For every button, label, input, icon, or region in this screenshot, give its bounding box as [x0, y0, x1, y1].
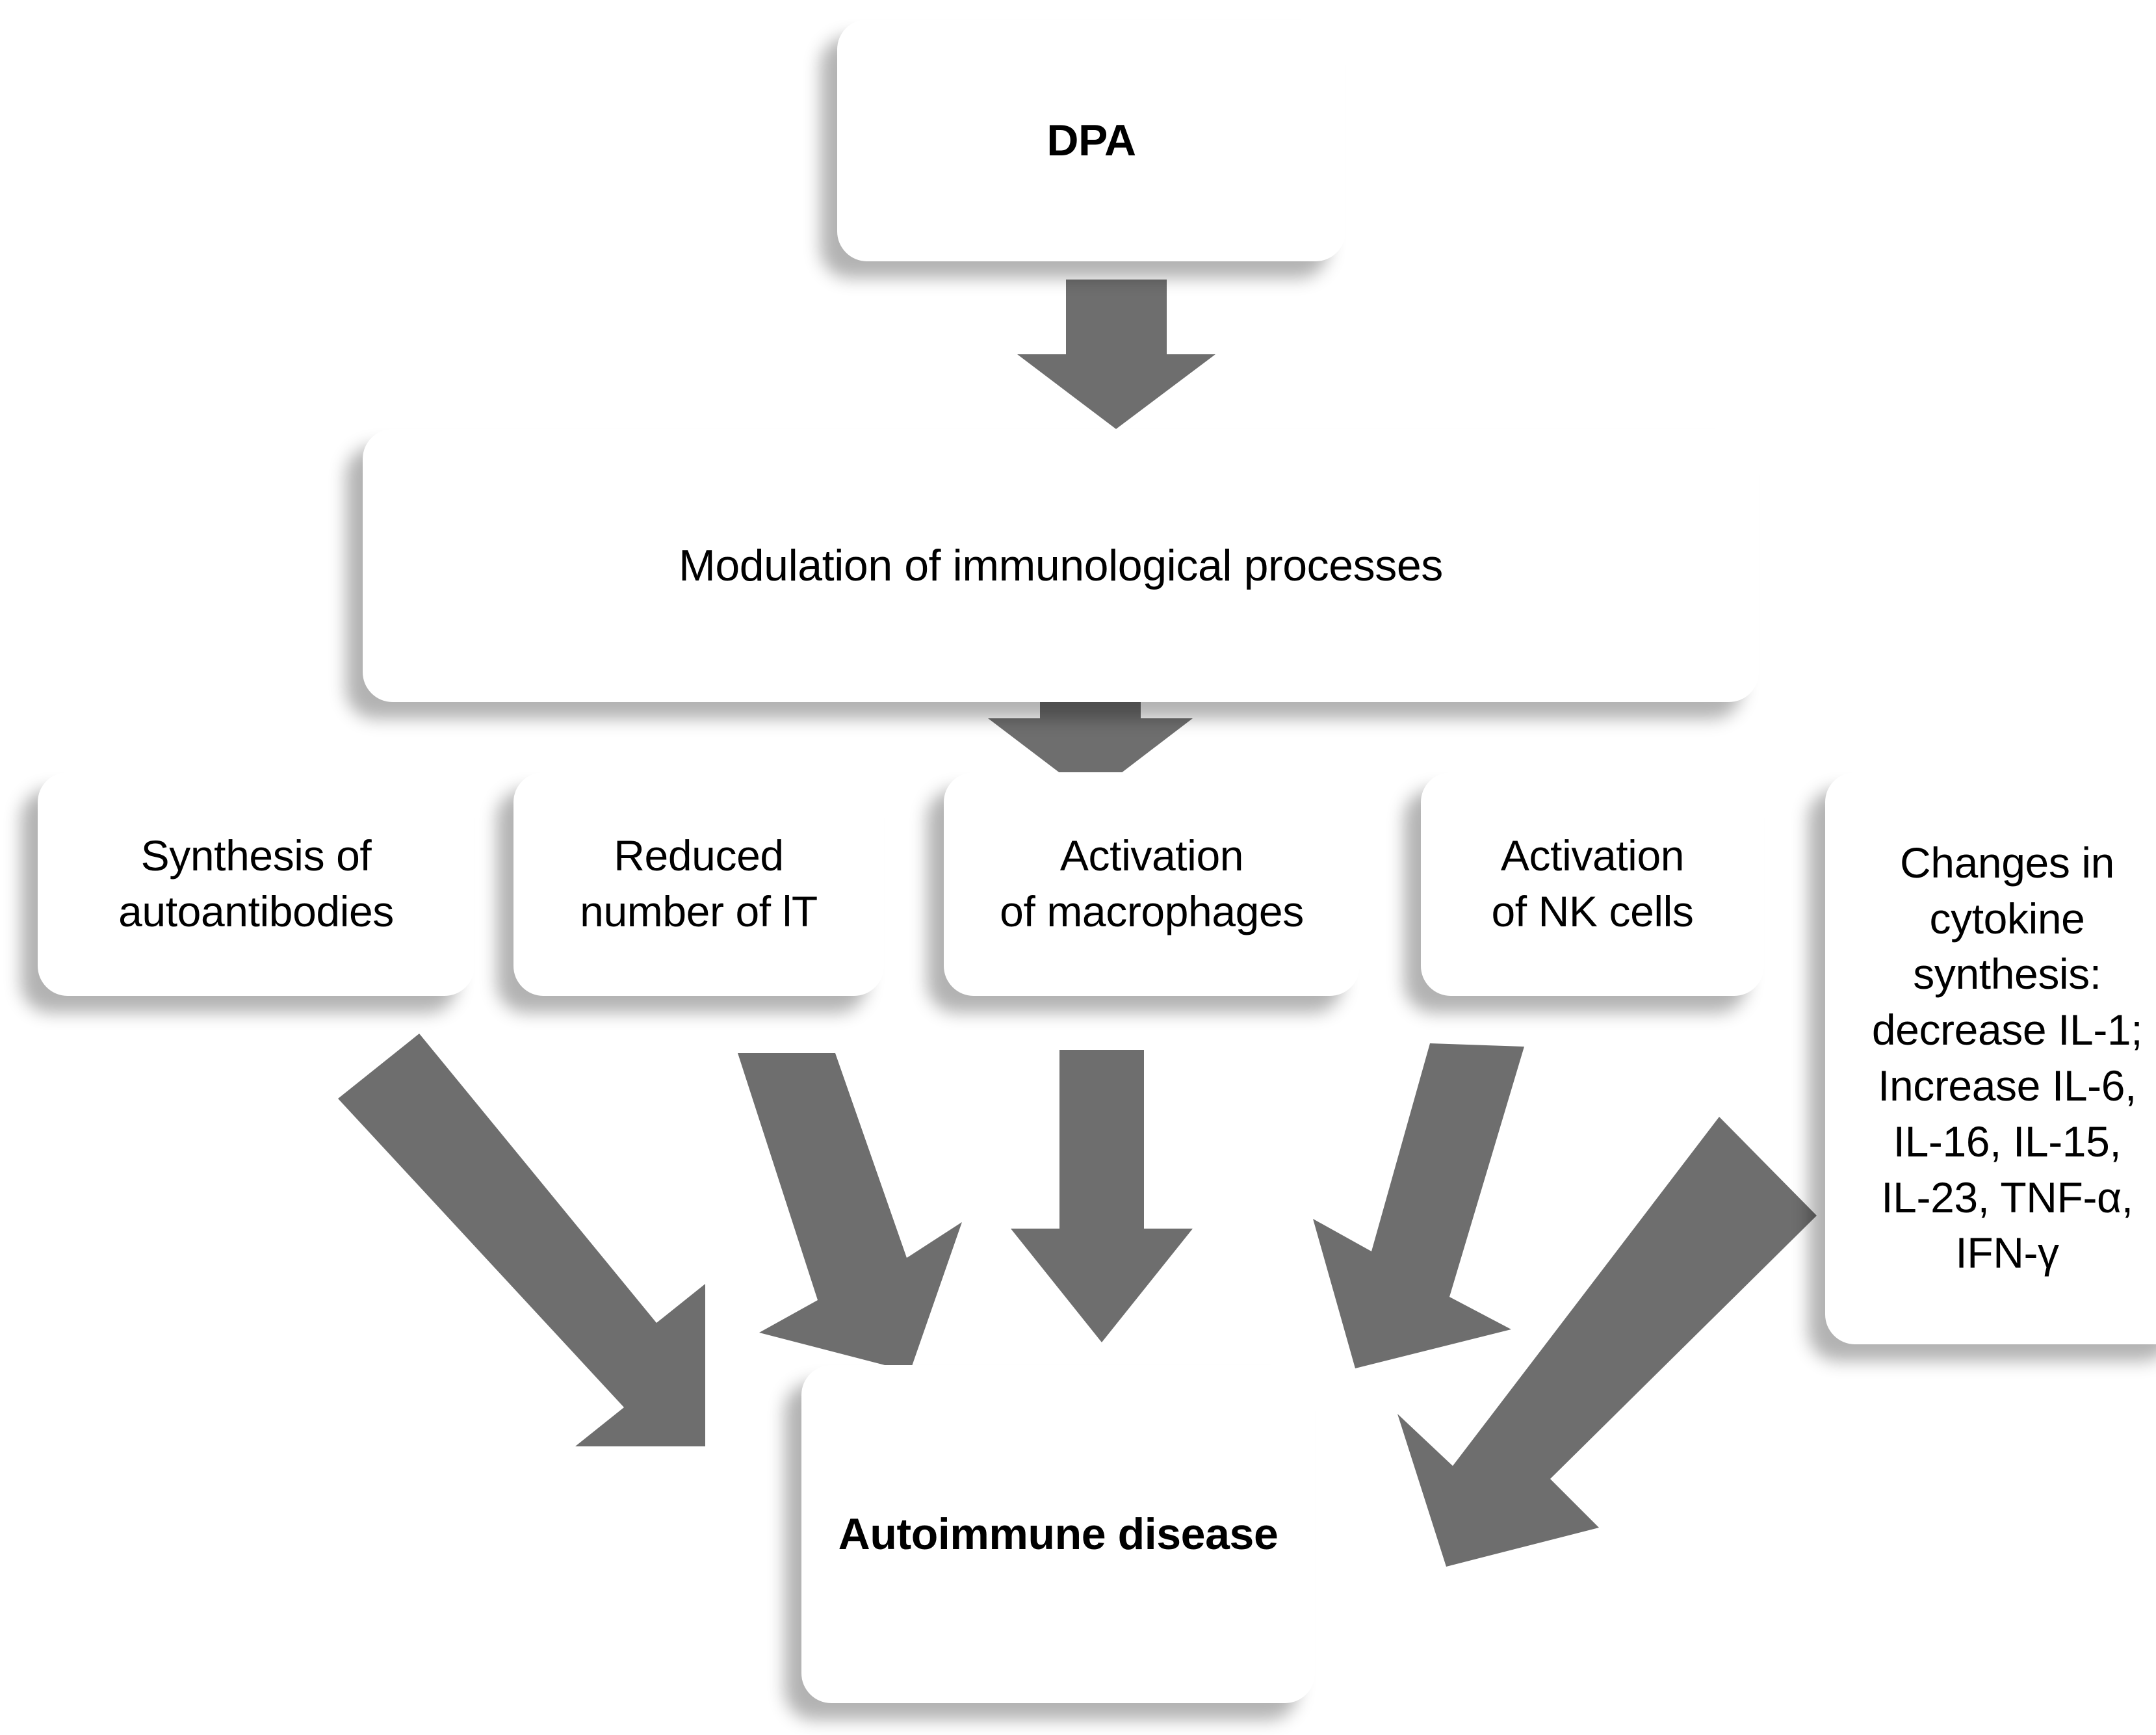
- node-synthesis-of-autoantibodies: Synthesis of autoantibodies: [38, 772, 474, 996]
- node-autoimmune-disease-label: Autoimmune disease: [838, 1509, 1279, 1559]
- node-activation-of-macrophages: Activation of macrophages: [944, 772, 1360, 996]
- node-changes-in-cytokine-synthesis: Changes in cytokine synthesis: decrease …: [1825, 772, 2156, 1344]
- arrow-lt-to-autoimmune: [738, 1053, 962, 1372]
- arrow-autoantibodies-to-autoimmune: [338, 1034, 705, 1446]
- node-activation-of-macrophages-label: Activation of macrophages: [1000, 831, 1304, 935]
- arrow-nk-to-autoimmune: [1313, 1043, 1524, 1368]
- node-synthesis-of-autoantibodies-label: Synthesis of autoantibodies: [118, 831, 394, 935]
- arrow-cytokines-to-autoimmune: [1397, 1117, 1817, 1567]
- arrow-macrophages-to-autoimmune: [1011, 1050, 1193, 1342]
- node-dpa: DPA: [837, 20, 1345, 261]
- arrow-modulation-to-branches: [988, 663, 1193, 796]
- node-reduced-number-of-lt: Reduced number of lT: [513, 772, 884, 996]
- node-changes-in-cytokine-synthesis-label: Changes in cytokine synthesis: decrease …: [1871, 838, 2143, 1277]
- node-autoimmune-disease: Autoimmune disease: [801, 1365, 1315, 1703]
- node-modulation: Modulation of immunological processes: [363, 429, 1759, 702]
- node-activation-of-nk-cells-label: Activation of NK cells: [1491, 831, 1694, 935]
- node-reduced-number-of-lt-label: Reduced number of lT: [580, 831, 818, 935]
- node-dpa-label: DPA: [1046, 115, 1136, 165]
- node-modulation-label: Modulation of immunological processes: [679, 540, 1443, 590]
- arrow-dpa-to-modulation: [1017, 280, 1215, 429]
- node-activation-of-nk-cells: Activation of NK cells: [1421, 772, 1764, 996]
